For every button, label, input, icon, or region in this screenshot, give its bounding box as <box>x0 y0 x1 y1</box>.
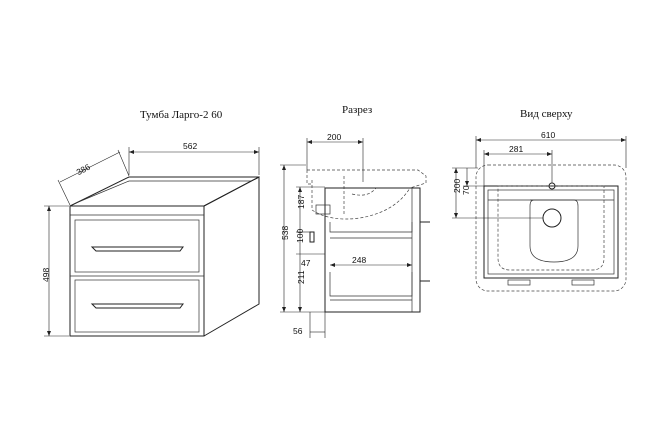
drawer-upper <box>74 219 200 273</box>
sink-inner-curve <box>351 187 377 196</box>
sink-top-outline <box>307 169 427 189</box>
dim-56-label: 56 <box>293 326 303 336</box>
section-bracket <box>315 204 331 215</box>
dim-386-ext-a <box>57 179 71 206</box>
dim-281-arrow-left <box>484 152 489 156</box>
dim-562-arrow-right <box>254 150 259 154</box>
dim-100-label: 100 <box>295 229 305 243</box>
dim-610-arrow-left <box>476 138 481 142</box>
drawer-lower-handle <box>90 303 184 309</box>
section-view: Разрез 200 538 <box>280 104 430 338</box>
dim-562-label: 562 <box>183 141 197 151</box>
dim-70-label: 70 <box>461 185 471 195</box>
top-sink-outline <box>475 164 627 292</box>
section-body <box>324 187 421 313</box>
dim-498-arrow-bottom <box>47 331 51 336</box>
top-basin-bowl <box>529 199 579 263</box>
dim-610-arrow-right <box>621 138 626 142</box>
dim-386-line <box>59 151 121 183</box>
dim-538-arrow-bottom <box>282 307 286 312</box>
cabinet-top-rim <box>75 180 252 204</box>
top-handle-right <box>571 279 595 286</box>
section-drawer-lower <box>329 272 413 297</box>
dim-200-label: 200 <box>327 132 341 142</box>
dim-187-arrow-top <box>298 187 302 192</box>
dim-562-arrow-left <box>129 150 134 154</box>
top-cabinet-inner <box>487 189 615 275</box>
top-view-title: Вид сверху <box>520 108 573 120</box>
dim-248-arrow-right <box>407 263 412 267</box>
dim-538-label: 538 <box>280 226 290 240</box>
dim-281-label: 281 <box>509 144 523 154</box>
dim-200-arrow-right <box>358 140 363 144</box>
dim-211-arrow-bottom <box>298 307 302 312</box>
sink-left-edge <box>306 170 312 185</box>
dim-200-arrow-left <box>307 140 312 144</box>
dim-70-arrow <box>465 181 469 186</box>
drawer-lower <box>74 279 200 333</box>
isometric-view: Тумба Ларго-2 60 562 386 <box>41 109 260 337</box>
dim-610-label: 610 <box>541 130 555 140</box>
section-drawer-upper <box>329 222 413 233</box>
cabinet-side <box>203 176 260 337</box>
drawer-upper-handle <box>90 246 184 252</box>
dim-498-label: 498 <box>41 268 51 282</box>
main-title: Тумба Ларго-2 60 <box>140 109 223 121</box>
dim-top200-arrow-bottom <box>454 213 458 218</box>
dim-498-arrow-top <box>47 206 51 211</box>
dim-top200-label: 200 <box>452 179 462 193</box>
sink-bowl-outline <box>311 180 411 220</box>
dim-281-arrow-right <box>547 152 552 156</box>
dim-211-label: 211 <box>296 270 306 284</box>
dim-top200-arrow-top <box>454 168 458 173</box>
top-view: Вид сверху 610 281 <box>452 108 627 292</box>
top-drain-icon <box>542 208 562 228</box>
dim-47-label: 47 <box>301 258 311 268</box>
top-handle-left <box>507 279 531 286</box>
section-title: Разрез <box>342 104 372 116</box>
dim-386-label: 386 <box>75 162 92 178</box>
dim-187-label: 187 <box>296 195 306 209</box>
dim-538-arrow-top <box>282 165 286 170</box>
top-basin-outline <box>497 185 605 271</box>
cabinet-front <box>69 205 205 337</box>
dim-386-ext-b <box>117 149 130 177</box>
section-wall-mount <box>309 231 315 243</box>
dim-248-label: 248 <box>352 255 366 265</box>
dim-248-arrow-left <box>330 263 335 267</box>
